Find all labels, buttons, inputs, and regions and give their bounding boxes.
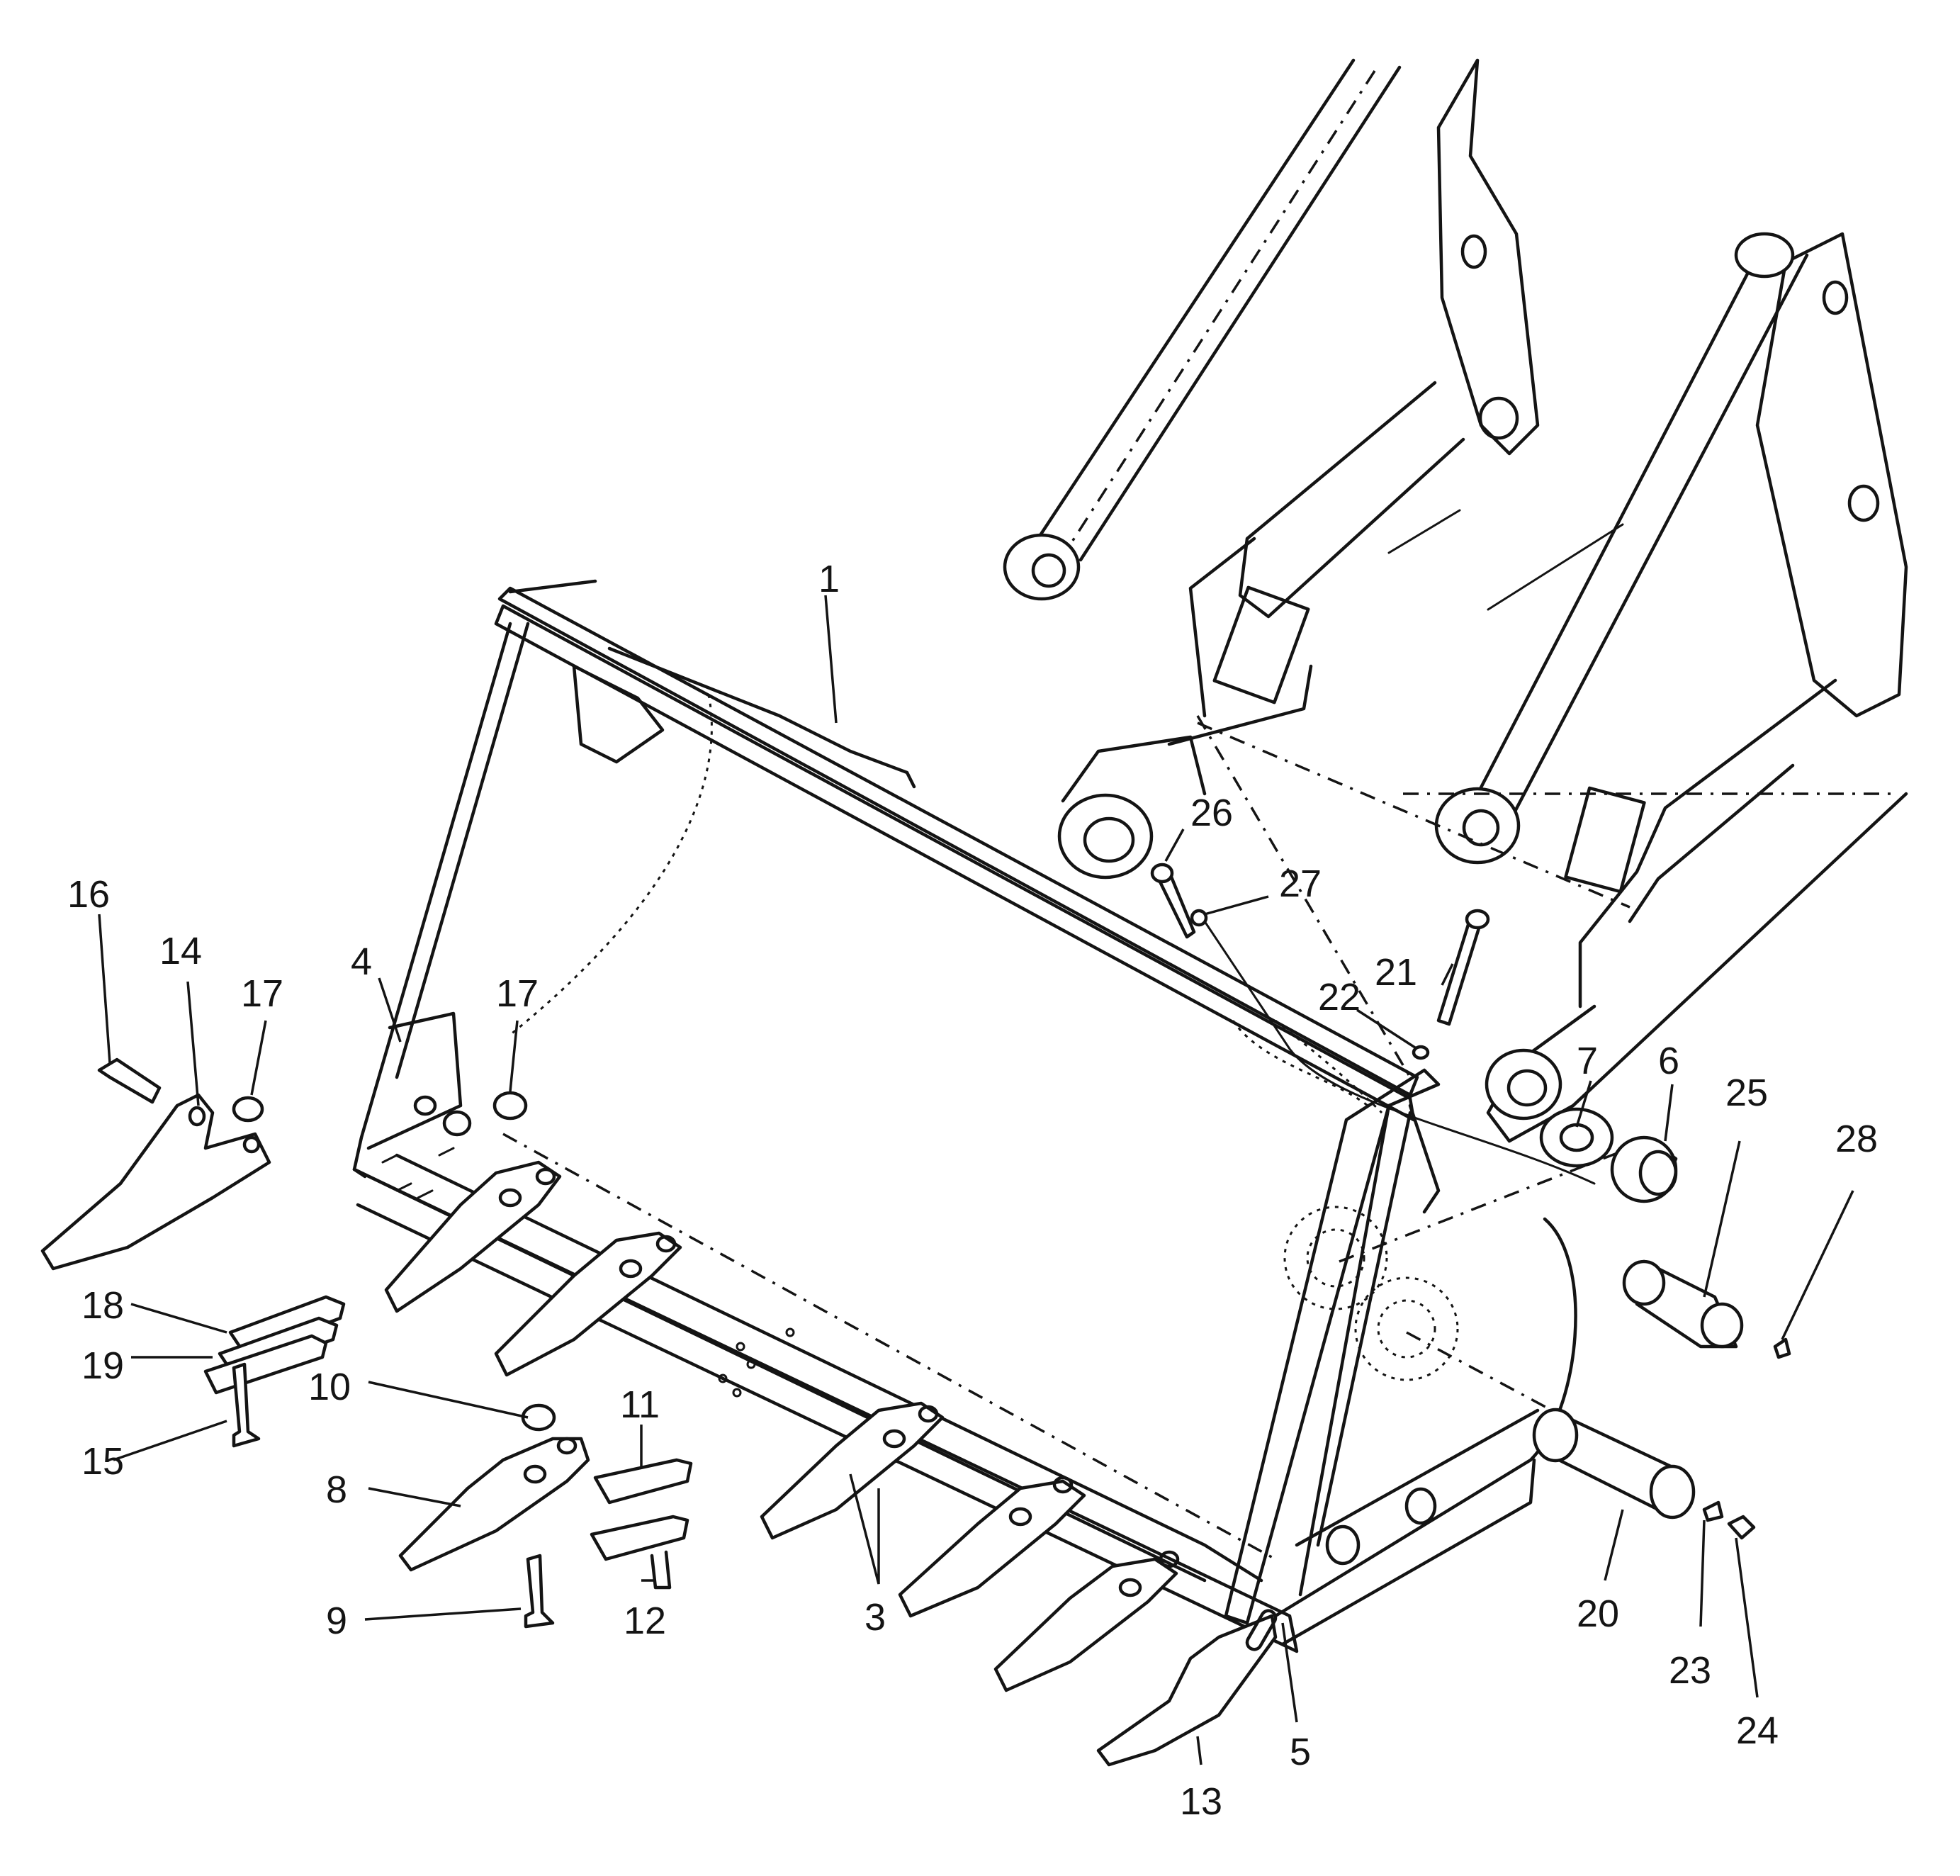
- callout-6: 6: [1658, 1040, 1679, 1082]
- callout-5: 5: [1290, 1731, 1311, 1773]
- callout-24: 24: [1736, 1709, 1779, 1752]
- callout-14: 14: [159, 930, 202, 972]
- loader-arms: [1003, 58, 1908, 1143]
- callout-13: 13: [1180, 1780, 1222, 1823]
- callout-labels: 1 3 4 5 6 7 8 9 10 11 12 13 14 15 16 17 …: [67, 558, 1878, 1823]
- callout-18: 18: [81, 1284, 124, 1327]
- callout-4: 4: [351, 940, 372, 983]
- bucket-teeth: [384, 1160, 1278, 1767]
- callout-15: 15: [81, 1440, 124, 1483]
- callout-22: 22: [1318, 976, 1361, 1018]
- callout-20: 20: [1577, 1593, 1619, 1635]
- callout-12: 12: [624, 1600, 666, 1642]
- callout-19: 19: [81, 1344, 124, 1387]
- callout-17b: 17: [496, 972, 539, 1015]
- callout-7: 7: [1577, 1040, 1598, 1082]
- callout-11: 11: [620, 1383, 660, 1426]
- callout-3: 3: [864, 1596, 886, 1639]
- callout-21: 21: [1375, 951, 1417, 994]
- callout-17a: 17: [241, 972, 283, 1015]
- bucket: [352, 579, 1630, 1653]
- callout-10: 10: [308, 1366, 351, 1408]
- callout-23: 23: [1669, 1649, 1711, 1692]
- callout-25: 25: [1725, 1072, 1768, 1114]
- callout-8: 8: [326, 1468, 347, 1511]
- callout-16: 16: [67, 873, 110, 916]
- callout-28: 28: [1835, 1118, 1878, 1160]
- callout-27: 27: [1279, 863, 1322, 905]
- callout-1: 1: [818, 558, 840, 600]
- callout-9: 9: [326, 1600, 347, 1642]
- callout-26: 26: [1190, 792, 1233, 834]
- leader-lines: [98, 595, 1854, 1765]
- exploded-parts: [40, 863, 1791, 1629]
